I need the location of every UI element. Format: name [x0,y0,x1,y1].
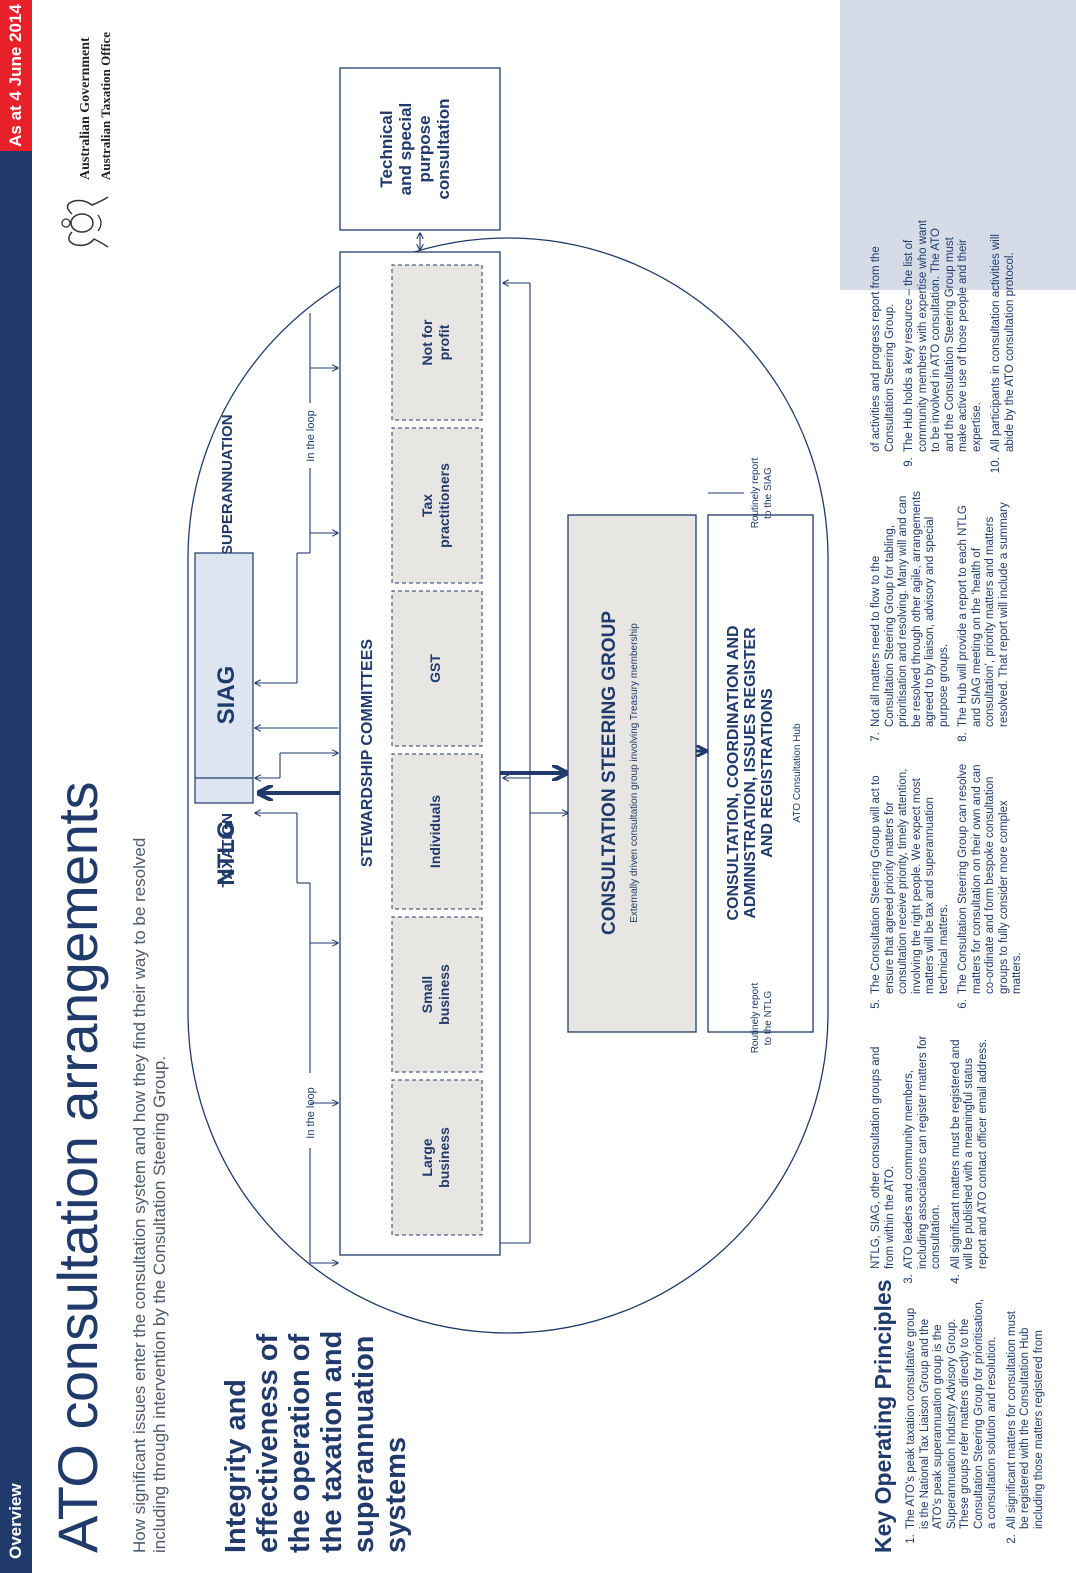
hub-title-line-3: AND REGISTRATIONS [759,688,776,858]
in-the-loop-left: In the loop [305,1087,317,1138]
in-the-loop-right: In the loop [305,410,317,461]
report-ntlg-line-1: Routinely report [750,982,761,1053]
siag-label: SIAG [213,666,240,725]
principle-5: The Consultation Steering Group will act… [870,758,951,996]
csg-title: CONSULTATION STEERING GROUP [599,611,620,935]
principles-column-3: The Consultation Steering Group will act… [870,758,1031,1018]
committee-5-label-line-2: practitioners [436,463,452,548]
technical-label-line-3: purpose [415,115,434,182]
principles-column-5: of activities and progress report from t… [870,211,1023,476]
report-siag-line-2: to the SIAG [763,467,774,519]
csg-subtitle: Externally driven consultation group inv… [629,623,640,923]
technical-label-line-1: Technical [377,110,396,187]
report-siag-line-1: Routinely report [750,457,761,528]
technical-box [339,67,501,231]
principle-10: All participants in consultation activit… [990,211,1017,454]
hub-box [707,514,814,1033]
committee-1-label-line-2: business [436,1127,452,1188]
principle-4: All significant matters must be register… [950,1033,991,1271]
principle-6: The Consultation Steering Group can reso… [957,758,1025,996]
hub-title-line-1: CONSULTATION, COORDINATION AND [725,625,742,920]
committee-5-label-line-1: Tax [419,494,435,517]
principle-3: ATO leaders and community members, inclu… [903,1033,944,1271]
report-ntlg-line-2: to the NTLG [763,991,774,1046]
ntlg-box [194,552,254,804]
technical-label-line-4: consultation [434,98,453,199]
committee-1-label-line-1: Large [419,1138,435,1176]
principles-column-1: The ATO’s peak taxation consultative gro… [905,1298,1052,1553]
loop-oval [187,237,829,1334]
taxation-label: TAXATION [219,813,236,887]
principle-2-continued: NTLG, SIAG, other consultation groups an… [870,1046,896,1269]
principle-8: The Hub will provide a report to each NT… [957,491,1011,729]
principles-heading: Key Operating Principles [870,1279,896,1553]
csg-box [567,514,697,1033]
hub-subtitle: ATO Consultation Hub [792,723,803,823]
committee-box-6 [391,264,483,421]
committee-4-label-line-1: GST [427,654,443,683]
committee-6-label-line-2: profit [436,324,452,360]
committee-box-1 [391,1079,483,1236]
committee-box-4 [391,590,483,747]
hub-title-line-2: ADMINISTRATION, ISSUES REGISTER [742,627,759,919]
committee-2-label-line-1: Small [419,976,435,1013]
committee-box-2 [391,916,483,1073]
technical-label-line-2: and special [396,103,415,196]
principle-9: The Hub holds a key resource – the list … [903,211,984,454]
committee-3-label-line-1: Individuals [427,795,443,868]
committee-2-label-line-2: business [436,964,452,1025]
principle-2: All significant matters for consultation… [1006,1298,1047,1531]
ntlg-label: NTLG [213,820,240,885]
principle-1: The ATO’s peak taxation consultative gro… [905,1298,1000,1531]
principles-column-4: Not all matters need to flow to the Cons… [870,491,1017,751]
principle-8-continued: of activities and progress report from t… [870,246,896,452]
principles-column-2: NTLG, SIAG, other consultation groups an… [870,1033,996,1293]
committee-box-5 [391,427,483,584]
committee-6-label-line-1: Not for [419,319,435,365]
superannuation-label: SUPERANNUATION [219,414,236,555]
coat-of-arms-icon [61,196,109,248]
principle-7: Not all matters need to flow to the Cons… [870,491,951,729]
committee-box-3 [391,753,483,910]
stewardship-label: STEWARDSHIP COMMITTEES [359,639,376,867]
